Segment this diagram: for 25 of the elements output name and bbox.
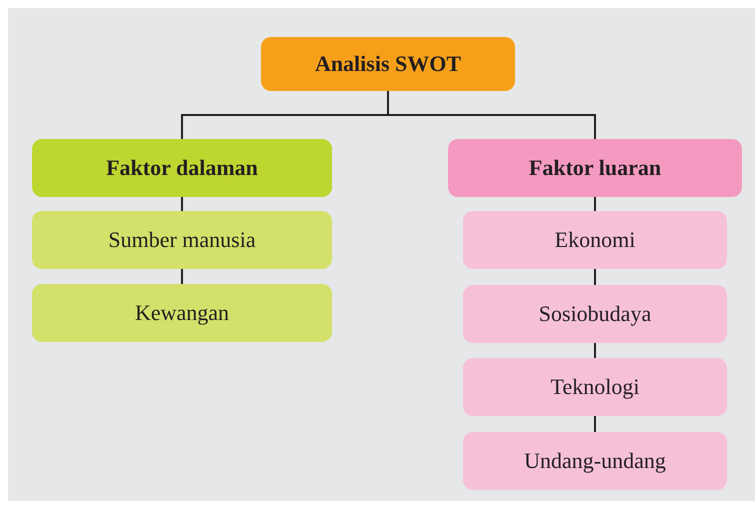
connector-line bbox=[387, 91, 596, 139]
connector-line bbox=[594, 269, 596, 285]
node-label: Undang-undang bbox=[524, 448, 666, 474]
node-label: Sosiobudaya bbox=[538, 301, 652, 327]
connector-line bbox=[594, 416, 596, 432]
node-label: Analisis SWOT bbox=[314, 51, 462, 77]
category-box bbox=[448, 139, 742, 197]
node-label: Sumber manusia bbox=[108, 227, 256, 253]
item-box bbox=[463, 358, 727, 416]
node-label: Kewangan bbox=[134, 300, 230, 326]
connector-line bbox=[181, 269, 183, 284]
item-box bbox=[463, 432, 727, 490]
node-label: Teknologi bbox=[550, 374, 640, 400]
category-box bbox=[32, 139, 332, 197]
item-box bbox=[463, 211, 727, 269]
item-box bbox=[32, 284, 332, 342]
node-label: Faktor dalaman bbox=[106, 155, 258, 181]
connector-line bbox=[594, 197, 596, 211]
title-box bbox=[261, 37, 515, 91]
node-label: Ekonomi bbox=[554, 227, 636, 253]
connector-line bbox=[181, 197, 183, 211]
connector-line bbox=[594, 343, 596, 358]
item-box bbox=[463, 285, 727, 343]
item-box bbox=[32, 211, 332, 269]
node-label: Faktor luaran bbox=[528, 155, 662, 181]
